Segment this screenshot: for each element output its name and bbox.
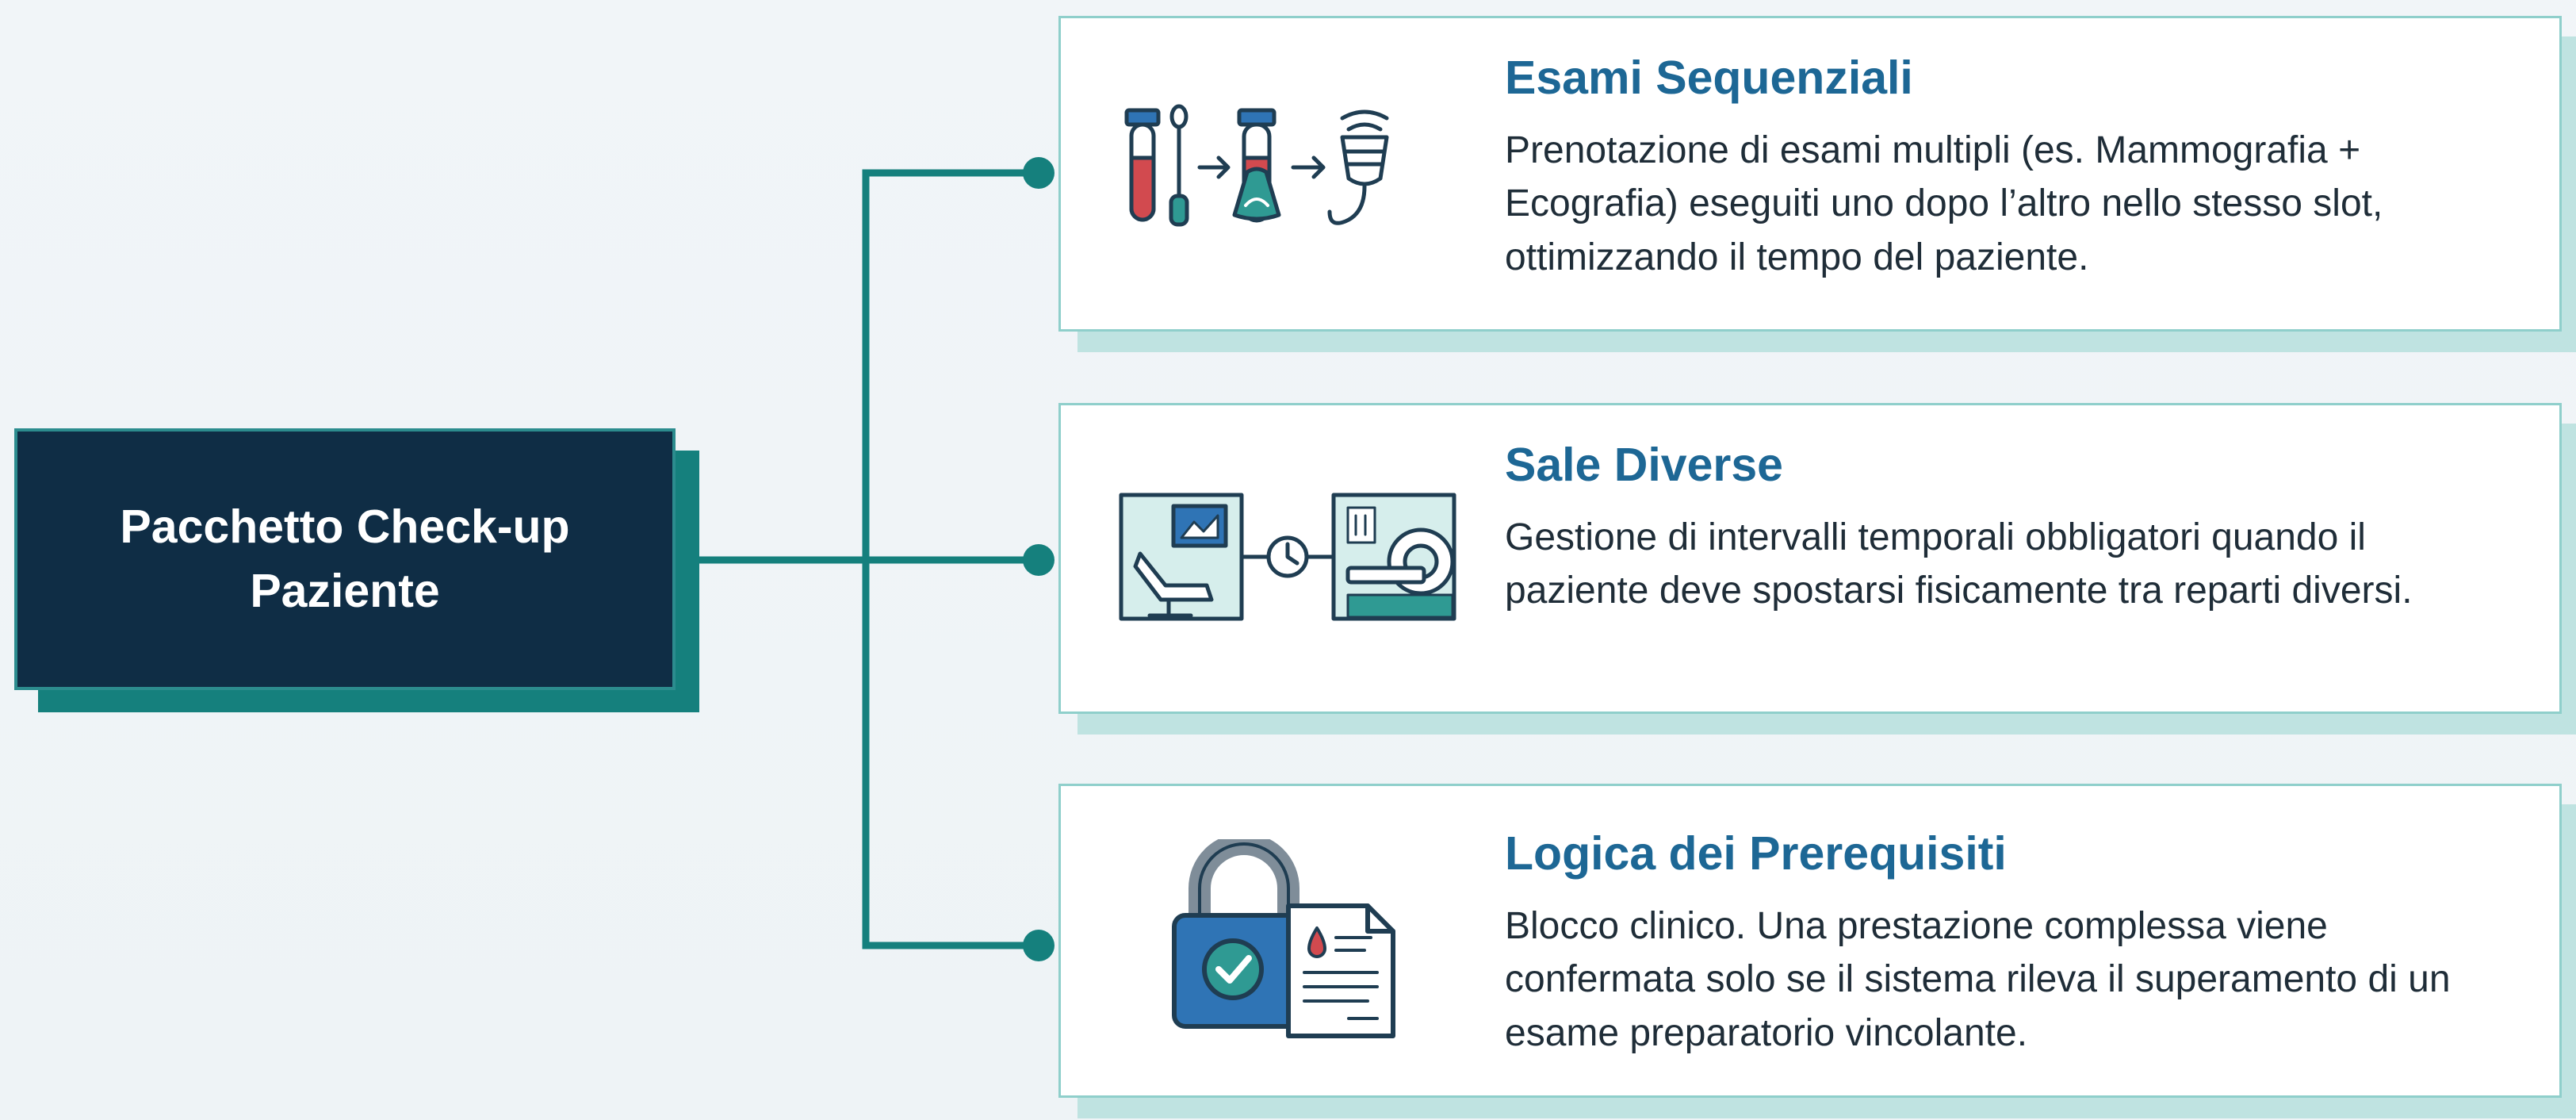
card-sequential-exams: Esami Sequenziali Prenotazione di esami … <box>1058 16 2576 352</box>
card-body: Esami Sequenziali Prenotazione di esami … <box>1058 16 2562 332</box>
card-text: Sale Diverse Gestione di intervalli temp… <box>1505 437 2512 618</box>
card-description: Prenotazione di esami multipli (es. Mamm… <box>1505 128 2383 279</box>
card-prerequisite-logic: Logica dei Prerequisiti Blocco clinico. … <box>1058 784 2576 1118</box>
card-different-rooms: Sale Diverse Gestione di intervalli temp… <box>1058 403 2576 735</box>
card-description: Gestione di intervalli temporali obbliga… <box>1505 516 2413 612</box>
card-icon-wrap <box>1110 786 1467 1095</box>
card-icon-wrap <box>1110 405 1467 712</box>
card-title: Sale Diverse <box>1505 439 1783 491</box>
different-rooms-icon <box>1119 493 1456 621</box>
card-body: Sale Diverse Gestione di intervalli temp… <box>1058 403 2562 714</box>
prerequisite-lock-icon <box>1172 839 1395 1038</box>
card-title: Esami Sequenziali <box>1505 52 1913 104</box>
connector-dot-3 <box>1023 930 1055 961</box>
root-node: Pacchetto Check-up Paziente <box>14 428 699 712</box>
card-body: Logica dei Prerequisiti Blocco clinico. … <box>1058 784 2562 1098</box>
card-icon-wrap <box>1110 18 1467 329</box>
card-text: Logica dei Prerequisiti Blocco clinico. … <box>1505 826 2512 1061</box>
card-text: Esami Sequenziali Prenotazione di esami … <box>1505 50 2512 285</box>
card-description: Blocco clinico. Una prestazione compless… <box>1505 904 2451 1055</box>
connector-dot-1 <box>1023 157 1055 189</box>
connector-dot-2 <box>1023 544 1055 576</box>
root-node-box: Pacchetto Check-up Paziente <box>14 428 676 690</box>
root-node-label: Pacchetto Check-up Paziente <box>120 500 570 617</box>
card-title: Logica dei Prerequisiti <box>1505 827 2007 880</box>
sequential-exams-icon <box>1124 104 1389 227</box>
